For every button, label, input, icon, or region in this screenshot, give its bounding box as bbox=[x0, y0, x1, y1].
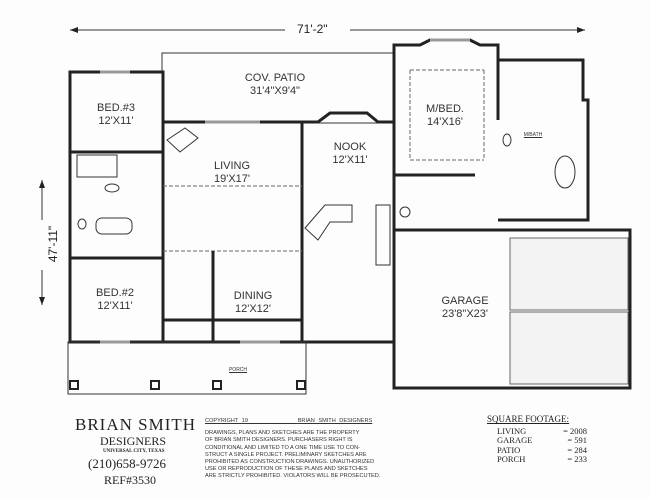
sqft-label: GARAGE bbox=[497, 435, 533, 445]
sqft-row: PATIO = 284 bbox=[497, 444, 597, 456]
room-size: 12'X11' bbox=[332, 154, 368, 166]
copyright-year: COPYRIGHT 19 bbox=[205, 418, 248, 424]
room-name: M/BED. bbox=[426, 103, 464, 115]
kitchen-counter bbox=[375, 204, 391, 266]
room-size: 19'X17' bbox=[213, 173, 251, 185]
depth-dimension: 47'-11" bbox=[46, 225, 61, 263]
garage-door-2 bbox=[509, 311, 629, 385]
master-suite-walls bbox=[392, 38, 590, 222]
copyright-owner: BRIAN SMITH DESIGNERS bbox=[297, 418, 373, 424]
room-name: NOOK bbox=[333, 141, 367, 153]
designer-location: UNIVERSAL CITY, TEXAS bbox=[103, 449, 165, 454]
room-size: 23'8"X23' bbox=[441, 308, 489, 320]
sqft-value: = 233 bbox=[567, 454, 587, 464]
sqft-label: PORCH bbox=[497, 454, 526, 464]
copyright-line: PROHIBITED AS CONSTRUCTION DRAWINGS. UNA… bbox=[205, 459, 375, 466]
depth-dimension-line bbox=[39, 180, 45, 305]
bathtub bbox=[554, 155, 576, 189]
room-master-bath: M/BATH bbox=[523, 132, 543, 138]
designer-name: BRIAN SMITH bbox=[75, 415, 197, 434]
room-master-bed: M/BED.14'X16' bbox=[426, 103, 464, 129]
sqft-value: = 2008 bbox=[563, 425, 587, 436]
copyright-line: OF BRIAN SMITH DESIGNERS. PURCHASERS RIG… bbox=[205, 437, 353, 444]
room-name: BED.#2 bbox=[96, 287, 134, 299]
room-name: LIVING bbox=[213, 160, 251, 172]
sqft-value: = 591 bbox=[567, 435, 587, 445]
room-size: 12'X11' bbox=[98, 115, 134, 127]
copyright-heading: COPYRIGHT 19 BRIAN SMITH DESIGNERS bbox=[205, 418, 380, 425]
sqft-row: LIVING = 2008 bbox=[497, 425, 597, 437]
room-name: BED.#3 bbox=[97, 102, 135, 114]
sqft-label: PATIO bbox=[497, 444, 521, 455]
copyright-notice: COPYRIGHT 19 BRIAN SMITH DESIGNERS DRAWI… bbox=[205, 418, 380, 481]
room-size: 12'X12' bbox=[234, 303, 271, 315]
room-size: 31'4"X9'4" bbox=[250, 85, 300, 97]
room-size: 14'X16' bbox=[426, 116, 463, 128]
sqft-value: = 284 bbox=[567, 444, 587, 455]
fireplace bbox=[166, 127, 199, 153]
copyright-line: CONDITIONAL AND LIMITED TO A ONE TIME US… bbox=[205, 444, 360, 451]
square-footage-table: SQUARE FOOTAGE: LIVING = 2008 GARAGE = 591… bbox=[487, 414, 597, 465]
room-name: COV. PATIO bbox=[244, 72, 306, 84]
square-footage-title: SQUARE FOOTAGE: bbox=[487, 414, 570, 424]
copyright-line: USE OR REPRODUCTION OF THESE PLANS AND S… bbox=[205, 466, 368, 473]
sqft-row: PORCH = 233 bbox=[497, 454, 597, 465]
sqft-label: LIVING bbox=[497, 425, 527, 436]
room-name: DINING bbox=[233, 290, 273, 302]
sqft-row: GARAGE = 591 bbox=[497, 435, 597, 446]
copyright-line: DRAWINGS, PLANS AND SKETCHES ARE THE PRO… bbox=[205, 430, 360, 437]
kitchen-island bbox=[304, 204, 353, 241]
garage-walls bbox=[392, 228, 632, 390]
porch-posts bbox=[69, 380, 306, 390]
room-porch: PORCH bbox=[228, 367, 248, 373]
water-heater bbox=[399, 206, 411, 218]
designer-phone: (210)658-9726 bbox=[88, 456, 166, 471]
garage-door-1 bbox=[509, 237, 629, 311]
designer-sub: DESIGNERS bbox=[100, 434, 167, 448]
copyright-line: STRUCT A SINGLE PROJECT. PRELIMINARY SKE… bbox=[205, 451, 367, 458]
porch-outline bbox=[67, 341, 307, 395]
room-name: GARAGE bbox=[441, 295, 489, 307]
plan-reference: REF#3530 bbox=[104, 473, 157, 487]
copyright-line: ARE STRICTLY PROHIBITED. VIOLATORS WILL … bbox=[205, 473, 381, 480]
width-dimension-line bbox=[70, 27, 585, 33]
width-dimension: 71'-2" bbox=[297, 22, 328, 36]
room-size: 12'X11' bbox=[97, 300, 133, 312]
